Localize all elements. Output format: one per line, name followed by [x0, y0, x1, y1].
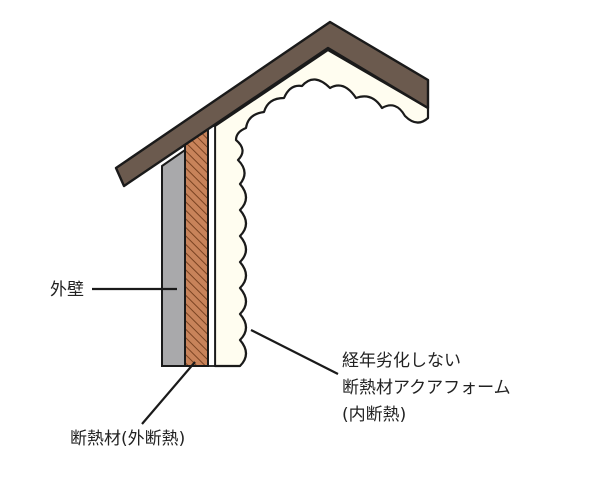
inner-lining: [207, 125, 216, 367]
label-inner-insulation-line2: 断熱材アクアフォーム: [342, 378, 511, 398]
outer-wall: [161, 148, 186, 367]
leader-inner-insulation: [250, 329, 339, 375]
leader-outer-insulation: [141, 361, 196, 425]
label-inner-insulation-line1: 経年劣化しない: [342, 351, 461, 371]
roof: [114, 20, 430, 188]
outer-insulation: [184, 124, 209, 367]
inner-insulation-foam: [213, 48, 430, 368]
label-outer-wall: 外壁: [50, 280, 84, 300]
label-outer-insulation: 断熱材(外断熱): [70, 429, 185, 449]
label-inner-insulation-line3: (内断熱): [342, 405, 406, 425]
